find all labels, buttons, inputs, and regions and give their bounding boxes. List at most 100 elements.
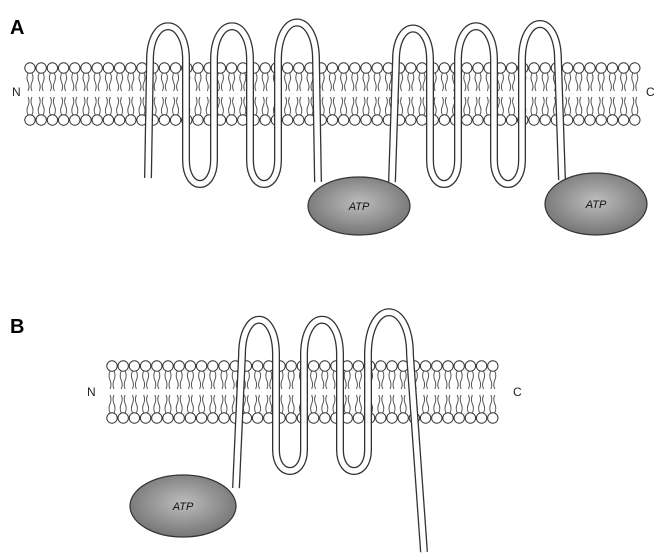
atp-domain-a1: ATP bbox=[308, 177, 410, 235]
lipid-tail bbox=[292, 395, 294, 413]
lipid-tail bbox=[576, 73, 578, 91]
lipid-tail bbox=[625, 97, 627, 115]
lipid-head bbox=[126, 115, 136, 125]
strand-outline bbox=[236, 312, 424, 552]
lipid-tail bbox=[483, 395, 485, 413]
lipid-head bbox=[159, 115, 169, 125]
panel-a-letter: A bbox=[10, 17, 24, 39]
lipid-tail bbox=[344, 371, 346, 389]
lipid-tail bbox=[356, 97, 358, 115]
lipid-head bbox=[129, 413, 139, 423]
lipid-tail bbox=[341, 73, 343, 91]
lipid-tail bbox=[460, 371, 462, 389]
lipid-tail bbox=[124, 395, 126, 413]
lipid-head bbox=[208, 413, 218, 423]
lipid-tail bbox=[359, 371, 361, 389]
lipid-tail bbox=[531, 73, 533, 91]
lipid-tail bbox=[221, 73, 223, 91]
lipid-tail bbox=[262, 97, 264, 115]
lipid-tail bbox=[333, 97, 335, 115]
lipid-tail bbox=[38, 73, 40, 91]
lipid-tail bbox=[479, 395, 481, 413]
lipid-tail bbox=[270, 395, 272, 413]
lipid-tail bbox=[438, 395, 440, 413]
lipid-tail bbox=[479, 73, 481, 91]
lipid-tail bbox=[535, 97, 537, 115]
lipid-tail bbox=[210, 395, 212, 413]
lipid-head bbox=[152, 413, 162, 423]
lipid-tail bbox=[289, 97, 291, 115]
lipid-head bbox=[387, 413, 397, 423]
lipid-head bbox=[320, 413, 330, 423]
lipid-tail bbox=[490, 371, 492, 389]
lipid-tail bbox=[72, 97, 74, 115]
lipid-tail bbox=[143, 97, 145, 115]
lipid-head bbox=[327, 115, 337, 125]
lipid-head bbox=[114, 115, 124, 125]
lipid-tail bbox=[412, 73, 414, 91]
lipid-tail bbox=[195, 73, 197, 91]
lipid-tail bbox=[333, 73, 335, 91]
lipid-tail bbox=[553, 97, 555, 115]
lipid-tail bbox=[363, 73, 365, 91]
lipid-tail bbox=[356, 73, 358, 91]
c-terminus-label-a: C bbox=[646, 85, 654, 99]
lipid-tail bbox=[636, 73, 638, 91]
lipid-tail bbox=[385, 73, 387, 91]
lipid-tail bbox=[494, 371, 496, 389]
lipid-tail bbox=[131, 395, 133, 413]
lipid-head bbox=[226, 63, 236, 73]
lipid-head bbox=[58, 63, 68, 73]
lipid-tail bbox=[400, 371, 402, 389]
lipid-tail bbox=[109, 73, 111, 91]
lipid-tail bbox=[27, 73, 29, 91]
lipid-tail bbox=[255, 371, 257, 389]
lipid-head bbox=[47, 115, 57, 125]
atp-domain-b: ATP bbox=[130, 475, 236, 537]
lipid-tail bbox=[486, 73, 488, 91]
lipid-head bbox=[118, 361, 128, 371]
lipid-tail bbox=[591, 97, 593, 115]
lipid-head bbox=[432, 361, 442, 371]
lipid-tail bbox=[438, 371, 440, 389]
lipid-tail bbox=[165, 97, 167, 115]
lipid-tail bbox=[621, 97, 623, 115]
lipid-head bbox=[107, 361, 117, 371]
lipid-head bbox=[488, 361, 498, 371]
lipid-head bbox=[47, 63, 57, 73]
lipid-tail bbox=[542, 73, 544, 91]
lipid-head bbox=[140, 413, 150, 423]
lipid-tail bbox=[131, 371, 133, 389]
lipid-tail bbox=[232, 371, 234, 389]
lipid-tail bbox=[412, 97, 414, 115]
lipid-tail bbox=[191, 371, 193, 389]
lipid-head bbox=[25, 115, 35, 125]
lipid-head bbox=[585, 63, 595, 73]
lipid-tail bbox=[139, 73, 141, 91]
lipid-tail bbox=[229, 73, 231, 91]
lipid-tail bbox=[266, 97, 268, 115]
lipid-tail bbox=[602, 73, 604, 91]
lipid-head bbox=[226, 115, 236, 125]
lipid-head bbox=[607, 115, 617, 125]
lipid-tail bbox=[580, 97, 582, 115]
lipid-head bbox=[529, 115, 539, 125]
lipid-head bbox=[443, 361, 453, 371]
lipid-head bbox=[506, 115, 516, 125]
lipid-tail bbox=[315, 395, 317, 413]
lipid-tail bbox=[464, 73, 466, 91]
lipid-tail bbox=[613, 97, 615, 115]
lipid-tail bbox=[255, 73, 257, 91]
lipid-head bbox=[574, 63, 584, 73]
lipid-tail bbox=[345, 97, 347, 115]
lipid-tail bbox=[632, 73, 634, 91]
lipid-head bbox=[607, 63, 617, 73]
lipid-tail bbox=[49, 97, 51, 115]
lipid-head bbox=[81, 63, 91, 73]
lipid-head bbox=[185, 361, 195, 371]
lipid-tail bbox=[27, 97, 29, 115]
lipid-tail bbox=[76, 97, 78, 115]
lipid-tail bbox=[105, 97, 107, 115]
lipid-tail bbox=[177, 73, 179, 91]
lipid-tail bbox=[259, 371, 261, 389]
